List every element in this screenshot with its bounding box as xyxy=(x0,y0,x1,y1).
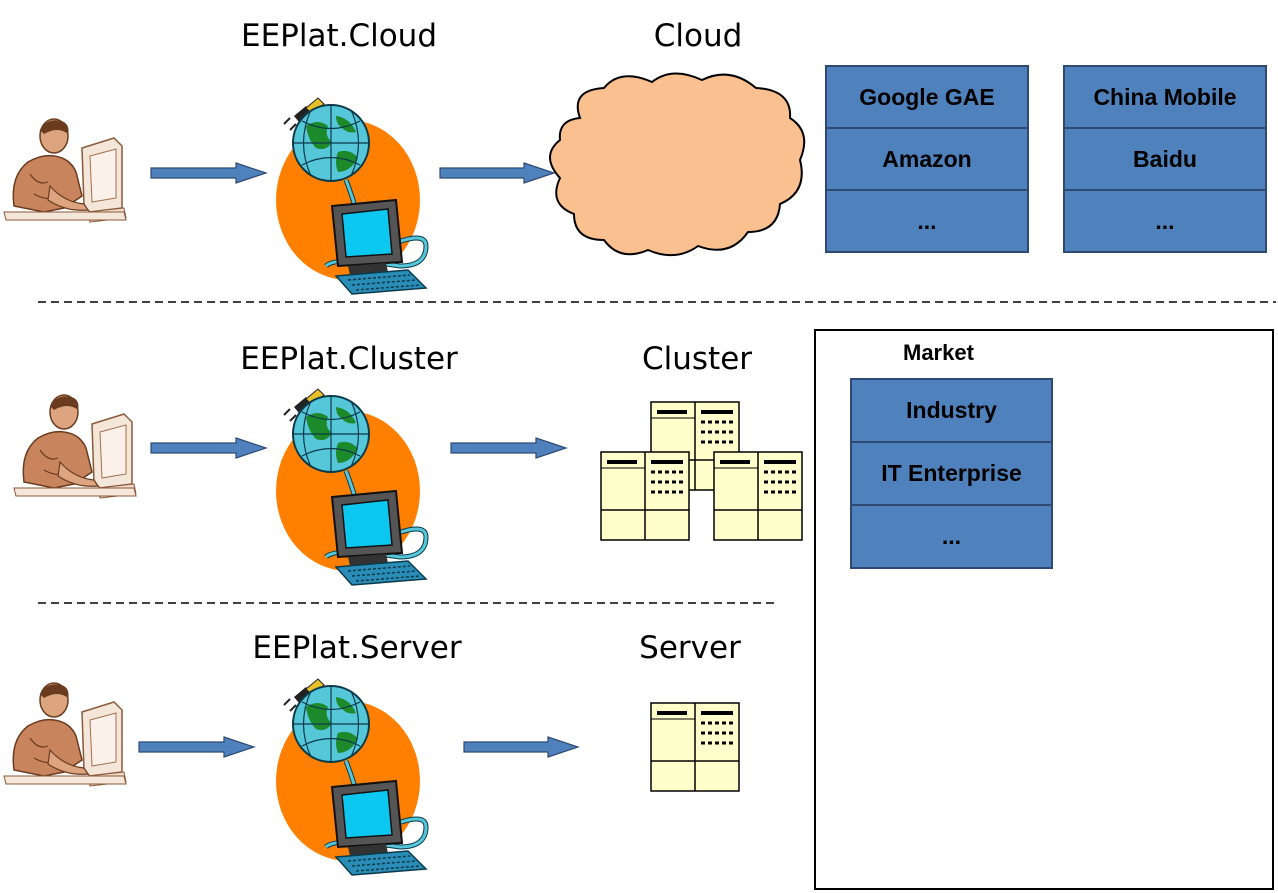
arrow-icon xyxy=(150,162,268,184)
provider-cell: China Mobile xyxy=(1065,67,1265,129)
provider-cell: Google GAE xyxy=(827,67,1027,129)
provider-cell: Amazon xyxy=(827,129,1027,191)
market-cell: ... xyxy=(941,523,962,549)
arrow-icon xyxy=(138,736,256,758)
arrow-icon xyxy=(150,437,268,459)
arrow-icon xyxy=(463,736,580,758)
cloud-icon xyxy=(549,72,806,257)
market-table: Industry IT Enterprise ... xyxy=(850,378,1053,569)
market-cell: IT Enterprise xyxy=(852,443,1051,506)
globe-network-computer-icon xyxy=(276,389,426,585)
user-at-computer-icon xyxy=(3,118,127,223)
market-cell: Industry xyxy=(852,380,1051,443)
market-box xyxy=(814,329,1274,890)
server-icon xyxy=(649,701,741,793)
target-title-cloud: Cloud xyxy=(653,18,743,54)
tier-title-cloud: EEPlat.Cloud xyxy=(240,18,438,54)
provider-cell: Baidu xyxy=(1065,129,1265,191)
cloud-provider-table: Google GAE Amazon ... xyxy=(825,65,1029,253)
server-icon xyxy=(599,450,691,542)
user-at-computer-icon xyxy=(3,682,127,787)
arrow-icon xyxy=(450,437,568,459)
arrow-icon xyxy=(439,162,556,184)
globe-network-computer-icon xyxy=(276,98,426,294)
cloud-provider-table: China Mobile Baidu ... xyxy=(1063,65,1267,253)
target-title-cluster: Cluster xyxy=(641,341,753,377)
tier-title-server: EEPlat.Server xyxy=(252,630,462,666)
user-at-computer-icon xyxy=(13,394,137,499)
target-title-server: Server xyxy=(639,630,741,666)
tier-title-cluster: EEPlat.Cluster xyxy=(240,341,458,377)
market-title: Market xyxy=(903,340,974,365)
server-icon xyxy=(712,450,804,542)
provider-cell: ... xyxy=(1155,207,1175,234)
globe-network-computer-icon xyxy=(276,679,426,875)
provider-cell: ... xyxy=(917,207,937,234)
